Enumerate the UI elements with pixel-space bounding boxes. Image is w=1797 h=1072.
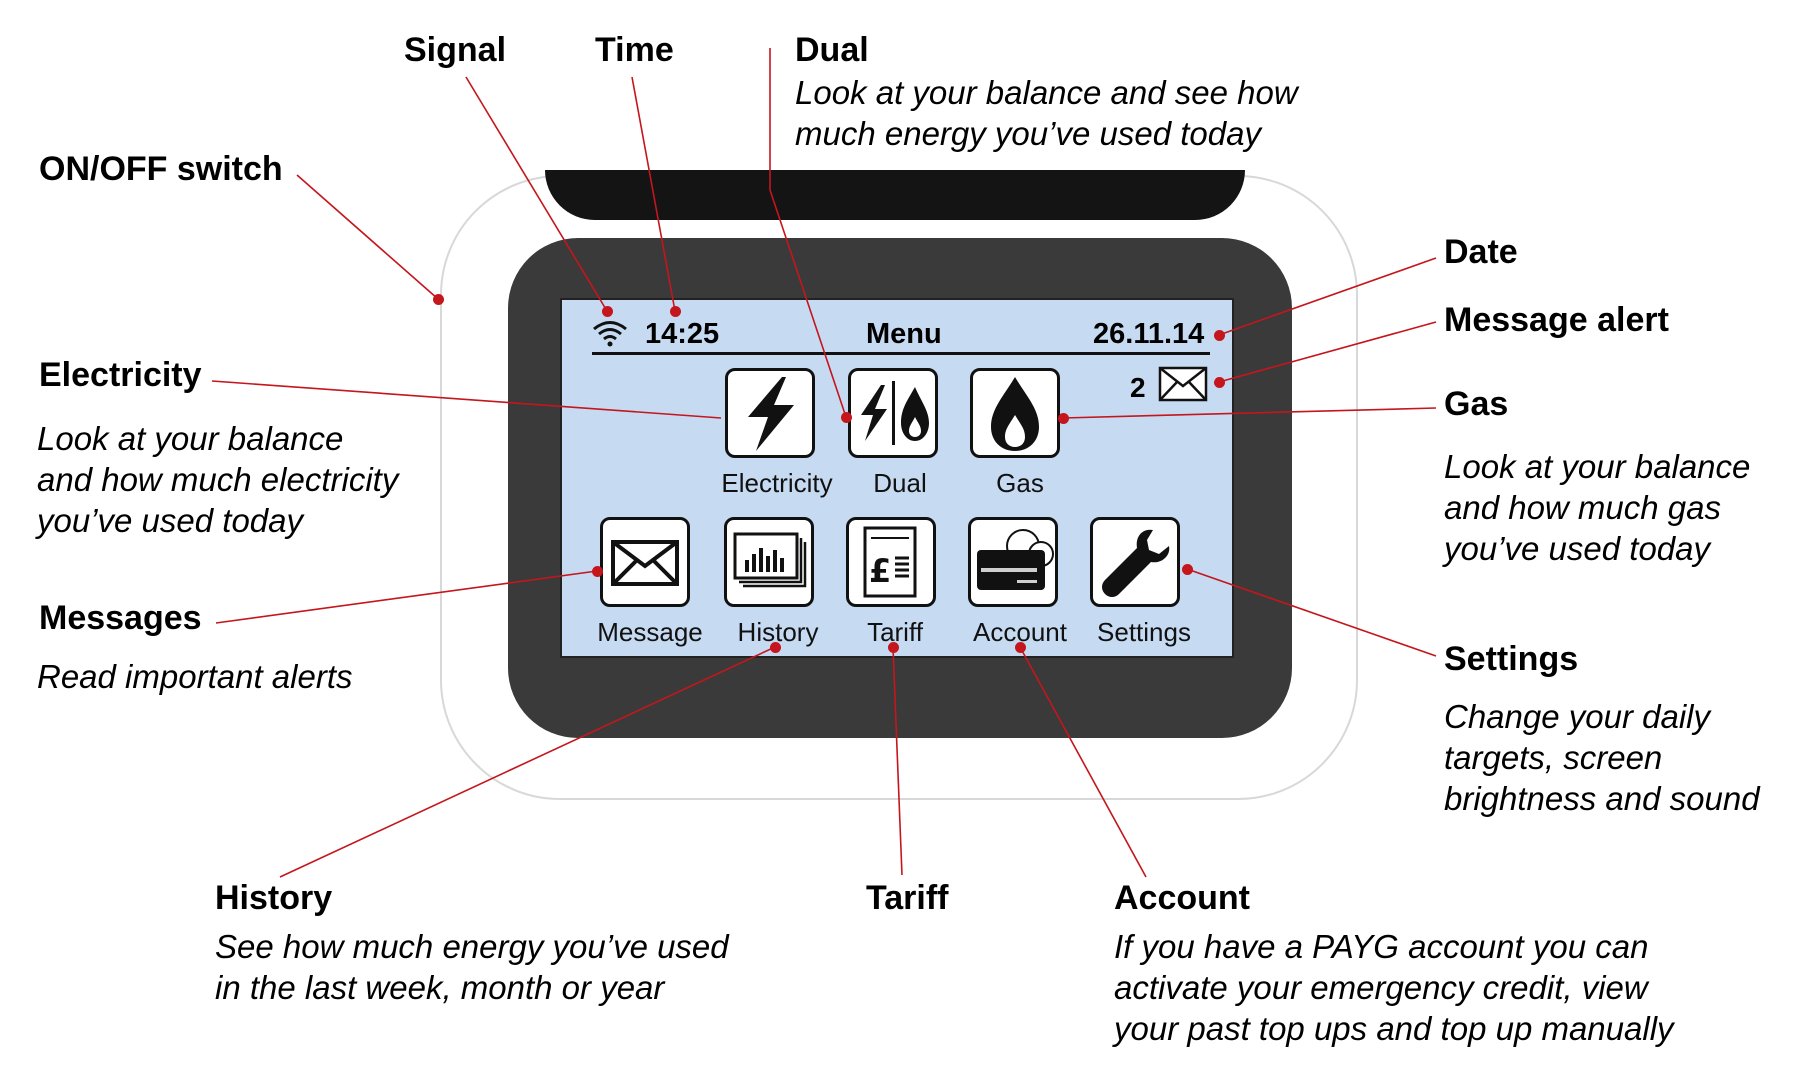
message-alert-callout-title: Message alert (1444, 301, 1669, 339)
desc-line: Read important alerts (37, 658, 353, 695)
wrench-icon (1102, 529, 1170, 597)
messages-callout-desc: Read important alerts (37, 656, 352, 697)
tile-label-message: Message (597, 617, 703, 647)
leader-line-electricity (211, 380, 722, 419)
leader-dot (769, 641, 781, 653)
gas-callout-desc: Look at your balance and how much gas yo… (1444, 446, 1750, 569)
leader-dot (1014, 641, 1026, 653)
leader-line-date (1218, 257, 1437, 336)
leader-line-messages (215, 570, 598, 624)
leader-dot (1057, 412, 1069, 424)
desc-line: and how much electricity (37, 461, 399, 498)
leader-dot (591, 565, 603, 577)
desc-line: See how much energy you’ve used (215, 928, 729, 965)
leader-line-settings (1186, 568, 1437, 657)
tile-label-settings: Settings (1097, 617, 1191, 647)
desc-line: you’ve used today (1444, 530, 1711, 567)
desc-line: brightness and sound (1444, 780, 1760, 817)
desc-line: targets, screen (1444, 739, 1663, 776)
account-callout-desc: If you have a PAYG account you can activ… (1114, 926, 1674, 1049)
desc-line: Look at your balance (1444, 448, 1751, 485)
electricity-callout-desc: Look at your balance and how much electr… (37, 418, 398, 541)
envelope-icon (611, 540, 679, 586)
desc-line: Look at your balance (37, 420, 344, 457)
status-time: 14:25 (645, 318, 720, 350)
leader-dot (601, 305, 613, 317)
tile-label-gas: Gas (996, 468, 1044, 498)
account-callout-title: Account (1114, 879, 1250, 917)
leader-line-time (631, 76, 676, 312)
settings-callout-title: Settings (1444, 640, 1579, 678)
leader-dot (432, 293, 444, 305)
electricity-tile[interactable] (725, 368, 815, 458)
leader-dot (1213, 376, 1225, 388)
onoff-callout-title: ON/OFF switch (39, 150, 283, 188)
message-alert-envelope-icon (1158, 366, 1208, 402)
leader-line-message-alert (1218, 321, 1437, 383)
message-tile[interactable] (600, 517, 690, 607)
settings-tile[interactable] (1090, 517, 1180, 607)
leader-line-account (1019, 646, 1147, 878)
desc-line: your past top ups and top up manually (1114, 1010, 1674, 1047)
desc-line: in the last week, month or year (215, 969, 665, 1006)
gas-tile[interactable] (970, 368, 1060, 458)
electricity-callout-title: Electricity (39, 356, 202, 394)
date-callout-title: Date (1444, 233, 1518, 271)
leader-dot (887, 641, 899, 653)
message-count: 2 (1130, 372, 1146, 403)
settings-callout-desc: Change your daily targets, screen bright… (1444, 696, 1760, 819)
leader-line-dual (769, 48, 847, 418)
leader-dot (1213, 329, 1225, 341)
leader-line-tariff (892, 646, 903, 876)
signal-callout-title: Signal (404, 31, 507, 69)
leader-dot (840, 411, 852, 423)
desc-line: Change your daily (1444, 698, 1710, 735)
status-title: Menu (866, 318, 942, 350)
leader-line-onoff (296, 174, 439, 300)
leader-dot (1181, 563, 1193, 575)
flame-icon (991, 377, 1039, 451)
desc-line: If you have a PAYG account you can (1114, 928, 1649, 965)
signal-icon (593, 321, 627, 347)
desc-line: activate your emergency credit, view (1114, 969, 1648, 1006)
history-tile[interactable] (724, 517, 814, 607)
desc-line: you’ve used today (37, 502, 304, 539)
tile-label-dual: Dual (873, 468, 927, 498)
leader-line-signal (465, 76, 608, 312)
svg-text:£: £ (869, 552, 891, 590)
history-callout-desc: See how much energy you’ve used in the l… (215, 926, 729, 1008)
desc-line: much energy you’ve used today (795, 115, 1261, 152)
tariff-callout-title: Tariff (866, 879, 949, 917)
leader-dot (669, 305, 681, 317)
history-callout-title: History (215, 879, 333, 917)
device-top-bar (545, 170, 1245, 220)
leader-line-history (279, 646, 776, 878)
dual-callout-title: Dual (795, 31, 869, 69)
dual-callout-desc: Look at your balance and see how much en… (795, 72, 1298, 154)
account-tile[interactable] (968, 517, 1058, 607)
tariff-tile[interactable]: £ (846, 517, 936, 607)
status-divider (592, 352, 1210, 355)
lightning-icon (748, 377, 794, 451)
dual-tile[interactable] (848, 368, 938, 458)
status-date: 26.11.14 (1093, 318, 1205, 350)
bar-chart-icon (733, 532, 807, 588)
gas-callout-title: Gas (1444, 385, 1509, 423)
lightning-flame-icon (861, 381, 929, 445)
tile-label-electricity: Electricity (721, 468, 833, 498)
desc-line: Look at your balance and see how (795, 74, 1298, 111)
time-callout-title: Time (595, 31, 674, 69)
desc-line: and how much gas (1444, 489, 1722, 526)
credit-card-icon (977, 529, 1054, 590)
pound-document-icon: £ (863, 526, 917, 598)
leader-line-gas (1062, 407, 1437, 419)
messages-callout-title: Messages (39, 599, 202, 637)
